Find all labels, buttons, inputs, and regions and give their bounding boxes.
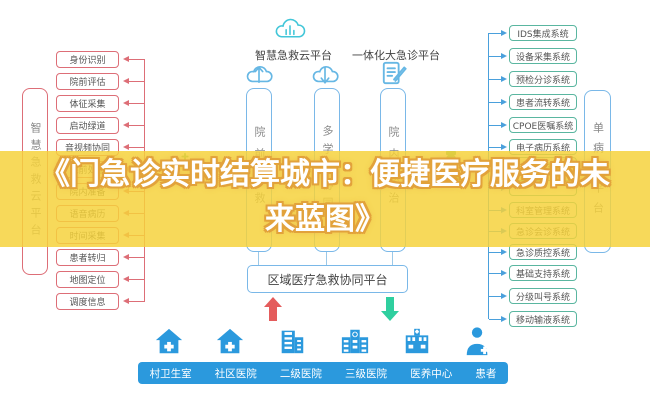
right-item: 分级叫号系统: [509, 288, 577, 304]
left-arrow: [123, 276, 145, 282]
legend-label: 医养中心: [410, 367, 453, 380]
village-clinic-icon: [154, 326, 184, 360]
legend-label: 二级医院: [279, 367, 322, 380]
left-item: 体征采集: [56, 95, 119, 112]
right-arrow: [489, 144, 507, 150]
right-item: 基础支持系统: [509, 265, 577, 281]
right-item: 移动输液系统: [509, 311, 577, 327]
column-link-line: [392, 252, 393, 265]
right-arrow: [489, 76, 507, 82]
right-arrow: [489, 293, 507, 299]
left-arrow: [123, 254, 145, 260]
legend-label: 患者: [475, 367, 497, 380]
right-arrow: [489, 316, 507, 322]
right-arrow: [489, 99, 507, 105]
left-item: 地图定位: [56, 271, 119, 288]
left-arrow: [123, 100, 145, 106]
cloud-download-icon: [311, 62, 339, 86]
legend-label: 社区医院: [214, 367, 257, 380]
right-item: 预检分诊系统: [509, 71, 577, 87]
left-item: 启动绿道: [56, 117, 119, 134]
legend: 村卫生室 社区医院 二级医院 三级医院 医养中心 患者: [138, 326, 508, 384]
regional-platform-box: 区域医疗急救协同平台: [247, 265, 408, 293]
overlay-band: [0, 151, 650, 247]
right-arrow: [489, 270, 507, 276]
left-arrow: [123, 298, 145, 304]
right-item: 患者流转系统: [509, 94, 577, 110]
right-item: IDS集成系统: [509, 25, 577, 41]
headline-line1: 《门急诊实时结算城市：便捷医疗服务的未: [40, 157, 610, 192]
left-arrow: [123, 144, 145, 150]
left-arrow: [123, 56, 145, 62]
headline-line2: 来蓝图》: [265, 202, 385, 237]
legend-label: 三级医院: [345, 367, 388, 380]
cloud-right-label: 一体化大急诊平台: [352, 49, 440, 62]
tertiary-hospital-icon: [339, 326, 371, 360]
right-arrow: [489, 53, 507, 59]
headline: 《门急诊实时结算城市：便捷医疗服务的未 来蓝图》: [0, 152, 650, 242]
left-arrow: [123, 122, 145, 128]
community-hospital-icon: [215, 326, 245, 360]
right-arrow: [489, 30, 507, 36]
left-item: 患者转归: [56, 249, 119, 266]
document-edit-icon: [381, 60, 407, 86]
up-arrow-icon: [264, 297, 282, 321]
cloud-upload-icon: [245, 62, 273, 86]
left-item: 院前评估: [56, 73, 119, 90]
cloud-chart-icon: [273, 15, 307, 43]
legend-icons-row: [138, 326, 508, 360]
secondary-hospital-icon: [277, 326, 307, 360]
right-arrow: [489, 122, 507, 128]
legend-label: 村卫生室: [149, 367, 192, 380]
column-link-line: [326, 252, 327, 265]
patient-icon: [464, 326, 492, 360]
left-arrow: [123, 78, 145, 84]
column-link-line: [258, 252, 259, 265]
right-item: CPOE医嘱系统: [509, 117, 577, 133]
right-arrow: [489, 249, 507, 255]
left-item: 调度信息: [56, 293, 119, 310]
legend-bar: 村卫生室 社区医院 二级医院 三级医院 医养中心 患者: [138, 362, 508, 384]
left-item: 身份识别: [56, 51, 119, 68]
right-item: 设备采集系统: [509, 48, 577, 64]
medical-care-center-icon: [402, 326, 432, 360]
cloud-left-label: 智慧急救云平台: [255, 49, 332, 62]
down-arrow-icon: [381, 297, 399, 321]
